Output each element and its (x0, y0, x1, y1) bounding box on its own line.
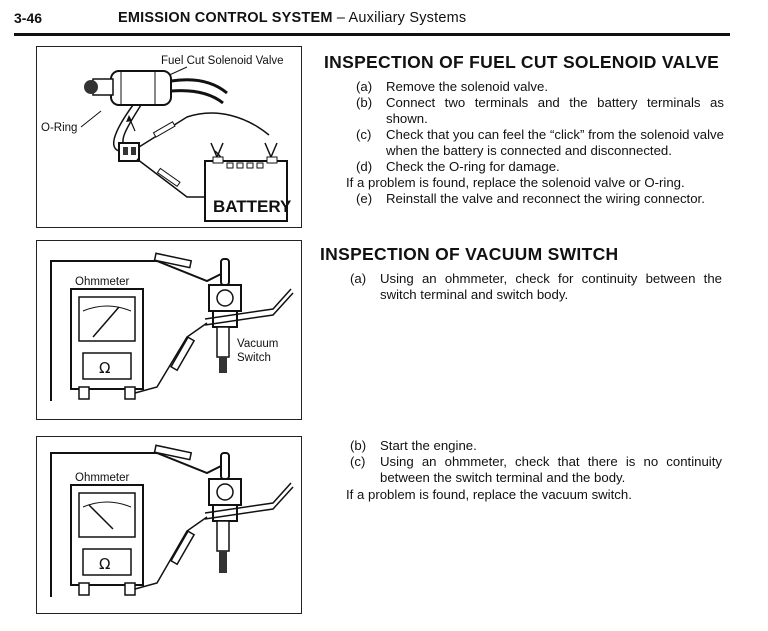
step-text: Connect two terminals and the battery te… (386, 95, 724, 126)
label-vacuum: Vacuum (237, 338, 278, 350)
ohm-symbol: Ω (99, 555, 110, 573)
step-item: (c) Using an ohmmeter, check that there i… (350, 454, 722, 486)
section2-steps: (a) Using an ohmmeter, check for continui… (350, 271, 722, 303)
header-title-sub: – Auxiliary Systems (332, 10, 467, 26)
step-item: (b) Connect two terminals and the battery… (356, 95, 724, 127)
step-item: (d) Check the O-ring for damage. (356, 159, 724, 175)
header-rule (14, 33, 730, 36)
step-item: (a) Using an ohmmeter, check for continui… (350, 271, 722, 303)
label-battery: BATTERY (213, 197, 292, 216)
step-text: Using an ohmmeter, check for continuity … (380, 271, 722, 302)
figure-fuel-cut-solenoid: Fuel Cut Solenoid Valve O-Ring (36, 46, 302, 228)
header-title-main: EMISSION CONTROL SYSTEM (118, 10, 333, 26)
section1-steps: (a) Remove the solenoid valve. (b) Connect… (356, 79, 724, 175)
page-number: 3-46 (14, 10, 43, 26)
step-text: Reinstall the valve and reconnect the wi… (386, 191, 705, 206)
label-ohmmeter: Ohmmeter (75, 472, 129, 484)
solenoid-valve-drawing (84, 70, 228, 106)
step-text: Check that you can feel the “click” from… (386, 127, 724, 158)
ohmmeter-drawing: Ohmmeter Ω (70, 472, 144, 596)
vacuum-switch-drawing (204, 452, 294, 573)
ohmmeter-illustration-2: Ohmmeter Ω (50, 444, 294, 597)
label-ohmmeter: Ohmmeter (75, 276, 129, 288)
figure-vacuum-switch-continuity: Ohmmeter Ω Vacuum Switch (36, 240, 302, 420)
step-mark: (b) (350, 438, 367, 453)
figure-vacuum-switch-no-continuity: Ohmmeter Ω (36, 436, 302, 614)
section3-note: If a problem is found, replace the vacuu… (346, 487, 632, 502)
ohmmeter-drawing: Ohmmeter Ω (70, 276, 144, 400)
step-item: (c) Check that you can feel the “click” f… (356, 127, 724, 159)
step-text: Check the O-ring for damage. (386, 159, 560, 174)
section3-steps: (b) Start the engine. (c) Using an ohmmete… (350, 438, 722, 486)
ohm-symbol: Ω (99, 359, 110, 377)
step-mark: (d) (356, 159, 373, 174)
label-solenoid-valve: Fuel Cut Solenoid Valve (161, 55, 284, 67)
section1-step-e: (e) Reinstall the valve and reconnect the… (356, 191, 724, 207)
vacuum-switch-drawing (204, 258, 294, 373)
step-mark: (c) (350, 454, 366, 469)
step-mark: (b) (356, 95, 373, 110)
label-switch: Switch (237, 352, 271, 364)
step-text: Remove the solenoid valve. (386, 79, 549, 94)
page-header-title: EMISSION CONTROL SYSTEM – Auxiliary Syst… (118, 10, 466, 26)
ohmmeter-illustration-1: Ohmmeter Ω Vacuum Switch (50, 252, 294, 401)
step-mark: (a) (356, 79, 373, 94)
solenoid-illustration: Fuel Cut Solenoid Valve O-Ring (41, 55, 292, 222)
battery-drawing: BATTERY (204, 156, 292, 222)
step-item: (b) Start the engine. (350, 438, 722, 454)
label-o-ring: O-Ring (41, 122, 77, 134)
section1-note: If a problem is found, replace the solen… (346, 175, 685, 190)
section-title-fuel-cut: INSPECTION OF FUEL CUT SOLENOID VALVE (324, 52, 720, 72)
step-mark: (a) (350, 271, 367, 286)
section-title-vacuum-switch: INSPECTION OF VACUUM SWITCH (320, 244, 619, 264)
step-item: (e) Reinstall the valve and reconnect the… (356, 191, 724, 207)
step-item: (a) Remove the solenoid valve. (356, 79, 724, 95)
step-mark: (c) (356, 127, 372, 142)
step-text: Start the engine. (380, 438, 477, 453)
step-text: Using an ohmmeter, check that there is n… (380, 454, 722, 485)
step-mark: (e) (356, 191, 373, 206)
